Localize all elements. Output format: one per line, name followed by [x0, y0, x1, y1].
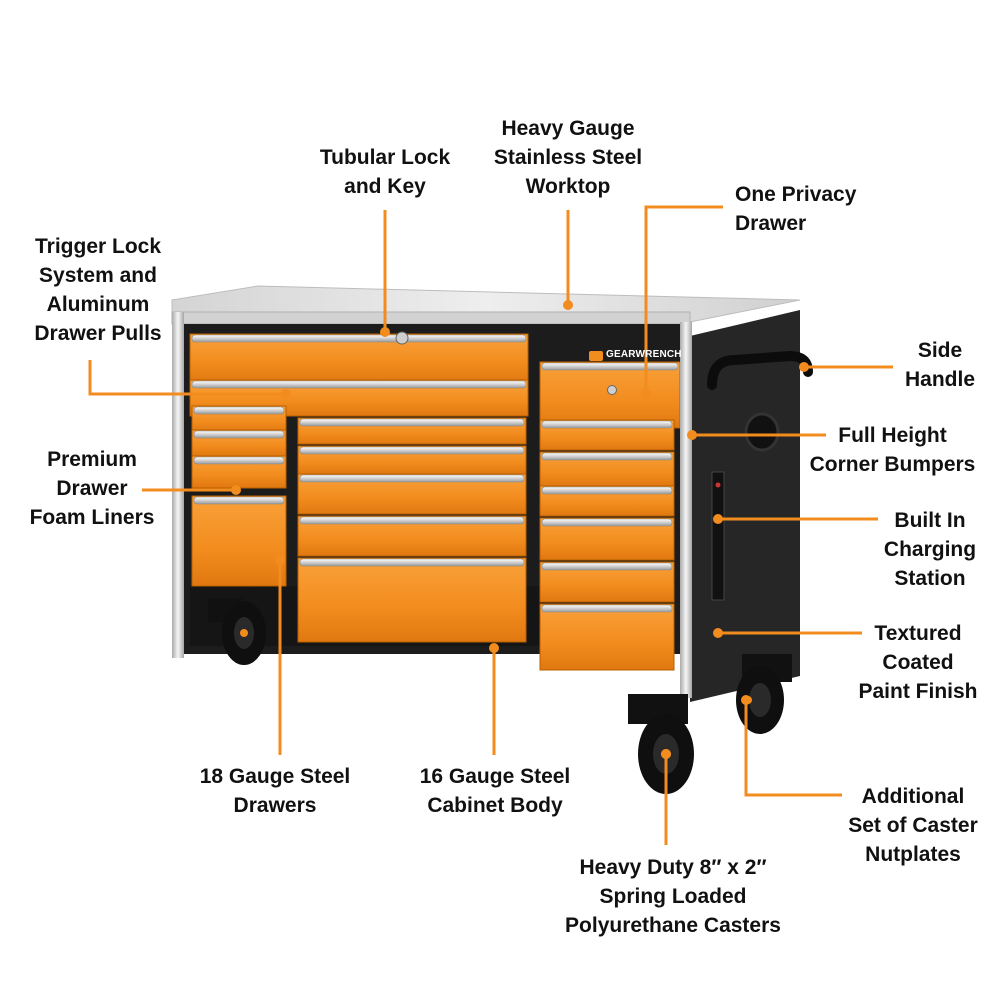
- cord-reel: [744, 412, 780, 452]
- label-casters: Heavy Duty 8″ x 2″ Spring Loaded Polyure…: [565, 856, 781, 937]
- drawer-mid-col-5: [297, 557, 527, 643]
- callout-dot-3: [563, 300, 573, 310]
- label-side-handle: Side Handle: [904, 339, 975, 391]
- drawer-mid-col-2: [297, 445, 527, 475]
- drawer-left-col-3: [191, 455, 287, 489]
- callout-dot-8: [713, 628, 723, 638]
- label-paint-finish: Textured Coated Paint Finish: [858, 622, 978, 703]
- side-panel: [690, 310, 800, 702]
- corner-bumper-left: [172, 312, 184, 658]
- drawer-mid-col-3: [297, 473, 527, 515]
- callout-leaders: [88, 205, 893, 845]
- callout-dot-13: [231, 485, 241, 495]
- label-tubular-lock: Tubular Lock and Key: [319, 146, 451, 198]
- brand-logo-text: GEARWRENCH: [606, 349, 682, 360]
- drawer-privacy: [539, 361, 681, 429]
- drawer-right-col-3: [539, 485, 675, 517]
- label-privacy-drawer: One Privacy Drawer: [735, 183, 857, 235]
- drawer-left-col-4: [191, 495, 287, 587]
- label-worktop: Heavy Gauge Stainless Steel Worktop: [493, 117, 643, 198]
- corner-bumper-right: [680, 322, 692, 698]
- label-caster-nutplates: Additional Set of Caster Nutplates: [848, 785, 978, 866]
- drawer-top-wide: [189, 333, 529, 383]
- callout-dot-9: [741, 695, 751, 705]
- label-foam-liners: Premium Drawer Foam Liners: [29, 448, 155, 529]
- label-steel-drawers: 18 Gauge Steel Drawers: [199, 765, 351, 817]
- label-cabinet-body: 16 Gauge Steel Cabinet Body: [419, 765, 571, 817]
- brand-logo-badge: [589, 351, 603, 361]
- callout-dot-7: [713, 514, 723, 524]
- label-corner-bumpers: Full Height Corner Bumpers: [809, 424, 976, 476]
- charging-port-dot: [715, 482, 721, 488]
- callout-dot-4: [641, 389, 651, 399]
- worktop-front-edge: [171, 311, 691, 325]
- drawer-right-col-1: [539, 419, 675, 451]
- drawer-right-col-4: [539, 517, 675, 561]
- leader-caster-nutplates: [744, 700, 842, 797]
- drawer-left-col-2: [191, 429, 287, 457]
- callout-dot-1: [281, 389, 291, 399]
- callout-dot-6: [687, 430, 697, 440]
- drawer-mid-col-4: [297, 515, 527, 557]
- leader-privacy-drawer: [644, 205, 723, 394]
- privacy-lock: [607, 385, 617, 395]
- label-trigger-lock: Trigger Lock System and Aluminum Drawer …: [34, 235, 162, 345]
- callout-dot-12: [275, 555, 285, 565]
- callout-dot-10: [661, 749, 671, 759]
- charging-station: [711, 471, 725, 601]
- drawer-right-col-2: [539, 451, 675, 487]
- tubular-lock: [395, 331, 409, 345]
- drawer-right-col-6: [539, 603, 675, 671]
- drawer-second-wide: [189, 379, 529, 417]
- callout-dot-2: [380, 327, 390, 337]
- caster-front-left: [208, 598, 266, 665]
- caster-front-right: [628, 694, 694, 794]
- callout-dot-11: [489, 643, 499, 653]
- callout-dot-5: [799, 362, 809, 372]
- drawer-left-col-1: [191, 405, 287, 433]
- caster-rear-right: [736, 654, 792, 734]
- drawer-right-col-5: [539, 561, 675, 603]
- drawer-group: [189, 333, 681, 671]
- drawer-mid-col-1: [297, 417, 527, 445]
- label-charging-station: Built In Charging Station: [883, 509, 977, 590]
- leader-trigger-lock: [88, 360, 286, 396]
